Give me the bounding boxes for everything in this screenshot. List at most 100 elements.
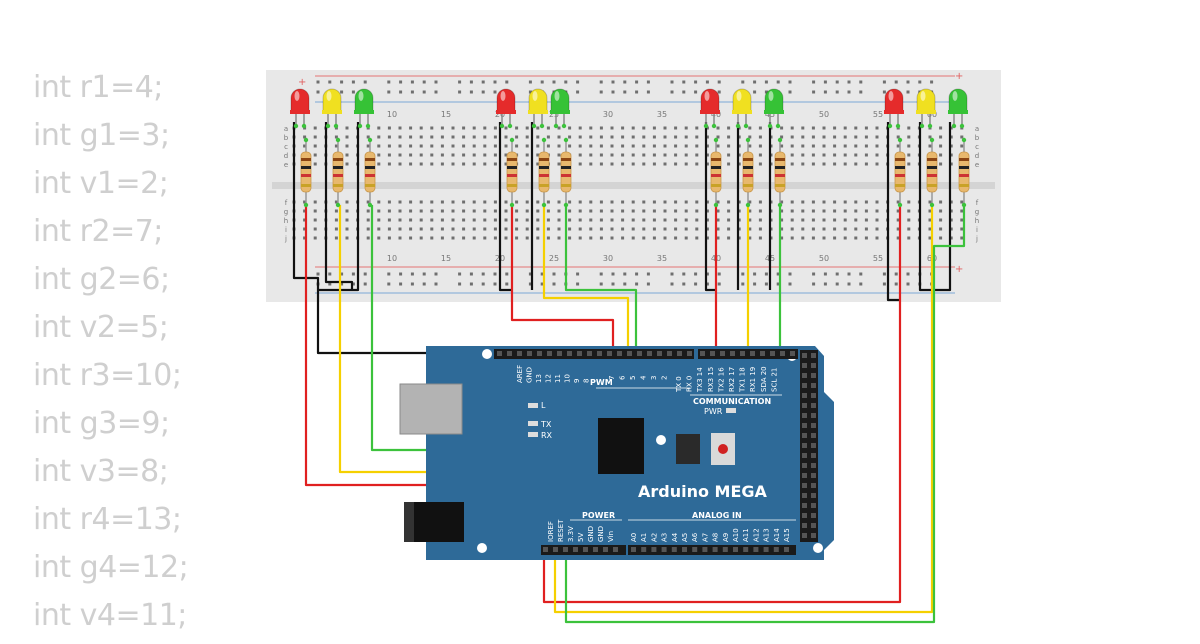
rail-hole — [528, 90, 532, 94]
usb-port-icon — [399, 383, 463, 435]
pin-hole — [692, 547, 698, 552]
row-letter: e — [975, 161, 979, 169]
rail-hole — [316, 80, 320, 84]
breadboard-hole — [525, 209, 529, 213]
breadboard-hole — [875, 144, 879, 148]
breadboard-hole — [387, 227, 391, 231]
rail-hole — [635, 80, 639, 84]
breadboard-hole — [345, 227, 349, 231]
breadboard-hole — [748, 135, 752, 139]
rail-hole — [351, 80, 355, 84]
rail-hole — [788, 80, 792, 84]
pin-hole — [743, 547, 749, 552]
breadboard-hole — [716, 236, 720, 240]
rail-hole — [481, 272, 485, 276]
breadboard-hole — [462, 236, 466, 240]
rail-hole — [859, 90, 863, 94]
rail-hole — [882, 272, 886, 276]
led-red-icon — [700, 88, 720, 129]
pin-hole — [682, 547, 687, 552]
pin-hole — [753, 547, 759, 552]
resistor-icon — [926, 137, 938, 208]
pin-hole — [687, 351, 692, 356]
breadboard-hole — [483, 227, 487, 231]
pin-label: TX1 18 — [739, 367, 747, 393]
breadboard-hole — [949, 209, 953, 213]
rail-hole — [682, 90, 686, 94]
breadboard-hole — [451, 153, 455, 157]
breadboard-hole — [578, 126, 582, 130]
rail-hole — [906, 80, 910, 84]
resistor-icon — [710, 137, 722, 208]
rail-hole — [469, 80, 473, 84]
breadboard-hole — [398, 227, 402, 231]
rail-hole — [753, 282, 757, 286]
breadboard-hole — [557, 236, 561, 240]
rail-hole — [434, 282, 438, 286]
wire-yellow — [542, 205, 630, 356]
breadboard-hole — [631, 126, 635, 130]
code-line: int r2=7; — [33, 214, 163, 249]
breadboard-hole — [674, 236, 678, 240]
column-number: 40 — [711, 110, 721, 119]
breadboard-hole — [599, 126, 603, 130]
rail-hole — [434, 90, 438, 94]
breadboard-hole — [748, 144, 752, 148]
breadboard-hole — [472, 236, 476, 240]
breadboard-hole — [758, 162, 762, 166]
breadboard-hole — [430, 126, 434, 130]
breadboard-hole — [801, 218, 805, 222]
breadboard-hole — [462, 209, 466, 213]
breadboard-hole — [568, 236, 572, 240]
rail-hole — [410, 90, 414, 94]
rail-hole — [599, 282, 603, 286]
pin-hole — [811, 473, 816, 478]
breadboard-hole — [493, 135, 497, 139]
breadboard-hole — [568, 126, 572, 130]
breadboard-hole — [716, 209, 720, 213]
breadboard-hole — [440, 162, 444, 166]
breadboard-hole — [419, 153, 423, 157]
breadboard-hole — [610, 218, 614, 222]
breadboard-hole — [843, 236, 847, 240]
column-number: 20 — [495, 110, 505, 119]
led-green-icon — [550, 88, 570, 129]
breadboard-hole — [695, 126, 699, 130]
pin-hole — [661, 547, 667, 552]
rail-hole — [812, 272, 816, 276]
breadboard-hole — [451, 227, 455, 231]
breadboard-hole — [652, 162, 656, 166]
breadboard-hole — [758, 126, 762, 130]
breadboard-hole — [642, 227, 646, 231]
led-yellow-icon — [732, 88, 752, 129]
pin-hole — [631, 547, 636, 552]
rail-hole — [847, 90, 851, 94]
breadboard-hole — [705, 209, 709, 213]
breadboard-hole — [939, 209, 943, 213]
breadboard-hole — [409, 162, 413, 166]
breadboard-hole — [451, 126, 455, 130]
led-indicator-l — [528, 403, 538, 408]
breadboard-hole — [578, 209, 582, 213]
pin-hole — [802, 453, 807, 458]
rail-hole — [434, 80, 438, 84]
pin-hole — [811, 403, 816, 408]
breadboard-hole — [377, 135, 381, 139]
breadboard-hole — [599, 162, 603, 166]
row-letter: f — [285, 199, 288, 207]
pin-hole — [517, 351, 522, 356]
breadboard-hole — [568, 209, 572, 213]
breadboard-hole — [472, 227, 476, 231]
breadboard-hole — [864, 126, 868, 130]
code-line: int v1=2; — [33, 166, 169, 201]
breadboard-hole — [631, 144, 635, 148]
row-letter: c — [975, 143, 979, 151]
rail-hole — [823, 90, 827, 94]
row-letter: i — [976, 226, 978, 234]
row-letter: j — [975, 235, 978, 243]
breadboard-hole — [451, 144, 455, 148]
breadboard-hole — [652, 135, 656, 139]
rail-hole — [552, 80, 556, 84]
breadboard-hole — [451, 135, 455, 139]
rail-hole — [635, 282, 639, 286]
